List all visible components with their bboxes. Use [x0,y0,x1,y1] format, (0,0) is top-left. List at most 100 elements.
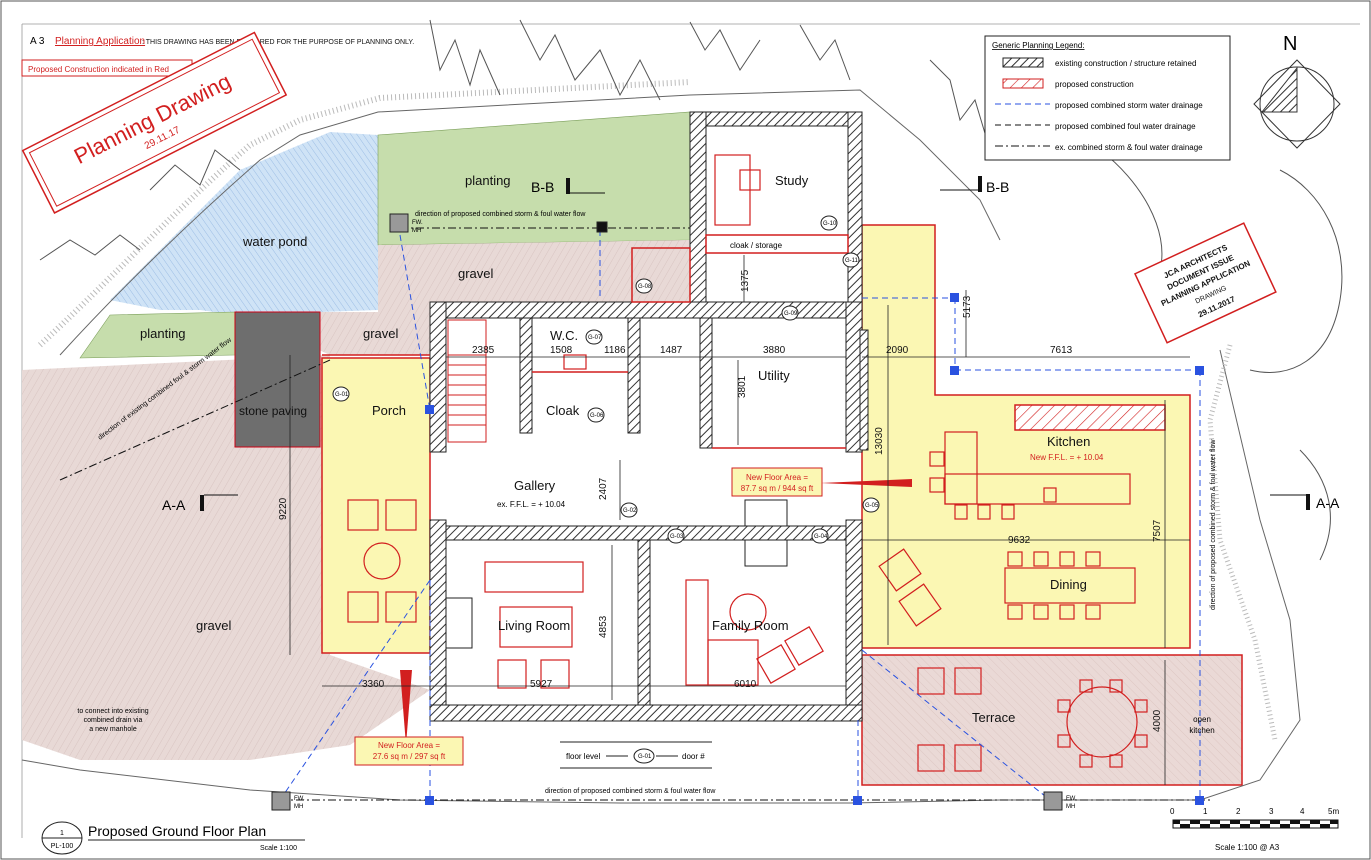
drawing-no: PL-100 [51,843,74,850]
dim-1186: 1186 [604,345,626,356]
legend-item-existing-drain: ex. combined storm & foul water drainage [1055,143,1203,152]
room-kitchen: Kitchen [1047,434,1090,449]
room-porch: Porch [372,403,406,418]
kitchen-area-pointer [820,479,912,487]
stone-paving-area [234,311,321,448]
planning-app-note: : THIS DRAWING HAS BEEN PREPARED FOR THE… [142,39,414,46]
manhole-fw-label: FW. [1066,796,1077,802]
porch-new-floor [321,357,431,654]
scale-tick: 2 [1236,807,1241,816]
drain-top-flow: direction of proposed combined storm & f… [415,211,586,218]
dim-2385: 2385 [472,345,495,356]
manhole-fw-label: FW. [294,796,305,802]
manhole-mh-label: MH [1066,804,1075,810]
door-tag: G-08 [638,284,652,290]
door-tag: G-03 [670,534,684,540]
dim-1508: 1508 [550,345,573,356]
room-living: Living Room [498,618,570,633]
manholes [271,213,1063,811]
sheet-size: A 3 [30,36,45,47]
drain-connect-note-2: combined drain via [84,717,143,724]
scale-tick: 3 [1269,807,1274,816]
dim-1487: 1487 [660,345,683,356]
room-cloak: Cloak [546,403,580,418]
dim-4853: 4853 [598,615,609,638]
title-block: 1 PL-100 Proposed Ground Floor Plan Scal… [41,821,305,855]
kitchen-area-value: 87.7 sq m / 944 sq ft [741,484,814,493]
furniture [347,154,1148,772]
dim-3801: 3801 [737,375,748,398]
door-tag: G-01 [335,392,349,398]
door-tag: G-02 [623,508,637,514]
terrace-area [861,654,1243,786]
label-gravel-top: gravel [458,266,494,281]
key-floor-level: floor level [566,752,600,761]
legend-swatch-proposed [1002,78,1044,89]
dim-6010: 6010 [734,679,757,690]
dim-9220: 9220 [278,497,289,520]
manhole-mh-label: MH [294,804,303,810]
section-aa-left: A-A [162,497,186,513]
dim-7507: 7507 [1152,519,1163,542]
drain-connect-note-1: to connect into existing [77,708,148,715]
scale-tick: 4 [1300,807,1305,816]
drain-connect-note-3: a new manhole [89,726,137,733]
site-areas [22,111,1243,786]
north-label: N [1283,33,1297,55]
drawing-title: Proposed Ground Floor Plan [88,823,266,839]
porch-area-pointer [400,670,412,745]
scale-bar-label: Scale 1:100 @ A3 [1215,843,1280,852]
section-bb-left: B-B [531,179,554,195]
dim-7613: 7613 [1050,345,1073,356]
label-stone-paving: stone paving [239,404,307,418]
level-existing: ex. F.F.L. = + 10.04 [497,500,566,509]
porch-area-label: New Floor Area = [378,741,440,750]
label-gravel-bottom: gravel [196,618,232,633]
room-open-kitchen-1: open [1193,715,1211,724]
legend-item-existing: existing construction / structure retain… [1055,59,1196,68]
dim-2407: 2407 [598,477,609,500]
drawing-scale: Scale 1:100 [260,845,297,852]
door-tag: G-10 [823,221,837,227]
door-tags: G-01 G-02 G-03 G-04 G-05 G-06 G-07 G-08 … [332,215,880,544]
planning-app-label: Planning Application [55,36,145,47]
dim-4000: 4000 [1152,709,1163,732]
trees [39,19,1343,561]
legend-item-proposed: proposed construction [1055,80,1134,89]
staircase [447,319,487,443]
gullies [425,293,1204,805]
section-aa-right: A-A [1316,495,1340,511]
door-tag: G-09 [784,311,798,317]
architects-stamp: JCA ARCHITECTS DOCUMENT ISSUE PLANNING A… [1133,222,1277,344]
legend-swatch-existing [1002,57,1044,68]
room-terrace: Terrace [972,710,1015,725]
scale-tick: 1 [1203,807,1208,816]
manhole-mh-label: MH [412,228,421,234]
room-wc: W.C. [550,328,578,343]
label-planting-left: planting [140,326,186,341]
section-bb-right: B-B [986,179,1009,195]
door-tag: G-06 [590,413,604,419]
dim-5927: 5927 [530,679,553,690]
water-pond-area [110,132,378,315]
kitchen-area-box [731,467,823,497]
dim-9632: 9632 [1008,535,1031,546]
drawing-no-top: 1 [60,830,64,837]
room-cloak-storage: cloak / storage [730,241,783,250]
porch-area-value: 27.6 sq m / 297 sq ft [373,752,446,761]
dim-3880: 3880 [763,345,786,356]
north-arrow: N [1253,33,1341,149]
porch-area-box [354,736,464,766]
gravel-area-top [235,240,690,355]
symbol-key: floor level G-01 door # [560,741,712,769]
door-tag: G-05 [865,503,879,509]
room-gallery: Gallery [514,478,556,493]
door-tag: G-07 [588,335,602,341]
legend-title: Generic Planning Legend: [992,41,1085,50]
dim-3360: 3360 [362,679,385,690]
label-planting-top: planting [465,173,511,188]
legend-item-storm: proposed combined storm water drainage [1055,101,1203,110]
scale-tick: 5m [1328,807,1339,816]
scale-bar: 0 1 2 3 4 5m Scale 1:100 @ A3 [1170,807,1339,852]
room-study: Study [775,173,809,188]
